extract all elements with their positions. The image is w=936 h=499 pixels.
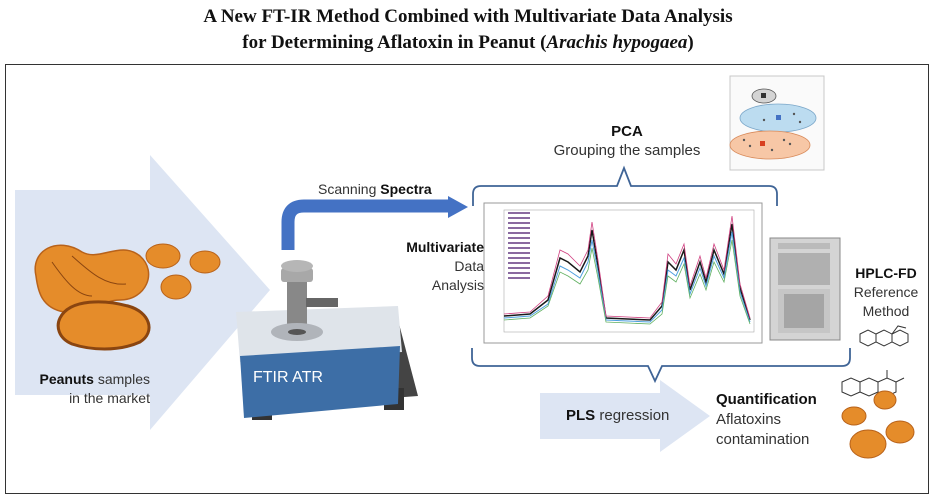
peanut-kernel-icon <box>189 250 221 274</box>
ftir-instrument-icon <box>236 260 418 420</box>
peanuts-label: Peanuts samples in the market <box>39 371 151 406</box>
aflatoxin-structure-icon <box>859 325 909 347</box>
scan-arrowhead <box>448 196 468 218</box>
peanut-kernel-icon <box>145 243 181 269</box>
peanut-shell-icon <box>34 244 150 314</box>
pls-arrow <box>540 380 710 452</box>
aflatoxin-structure-icon <box>841 370 905 397</box>
pca-scatter-thumbnail <box>729 75 825 171</box>
ftir-label: FTIR ATR <box>253 369 323 386</box>
peanut-kernel-icon <box>885 420 915 444</box>
figure-title-line1: A New FT-IR Method Combined with Multiva… <box>203 6 733 27</box>
quantification-label: Quantification Aflatoxins contamination <box>716 391 817 448</box>
scanning-spectra-label: Scanning Spectra <box>318 181 432 197</box>
scan-arrow <box>281 199 450 250</box>
spectra-chart <box>483 202 763 344</box>
pls-label: PLS regression <box>566 407 670 424</box>
multivariate-label: Multivariate Data Analysis <box>406 239 484 293</box>
input-arrow <box>15 155 270 430</box>
hplc-label: HPLC-FD Reference Method <box>853 265 919 319</box>
diagram-frame <box>5 64 929 494</box>
bottom-brace <box>471 348 851 384</box>
peanut-kernel-icon <box>160 274 192 300</box>
peanut-half-icon <box>56 300 151 351</box>
peanut-kernel-icon <box>841 406 867 426</box>
peanut-kernel-icon <box>873 390 897 410</box>
peanut-kernel-icon <box>849 429 887 459</box>
hplc-instrument-icon <box>769 237 841 341</box>
figure-title-line2: for Determining Aflatoxin in Peanut (Ara… <box>242 32 694 53</box>
top-brace <box>472 165 778 206</box>
